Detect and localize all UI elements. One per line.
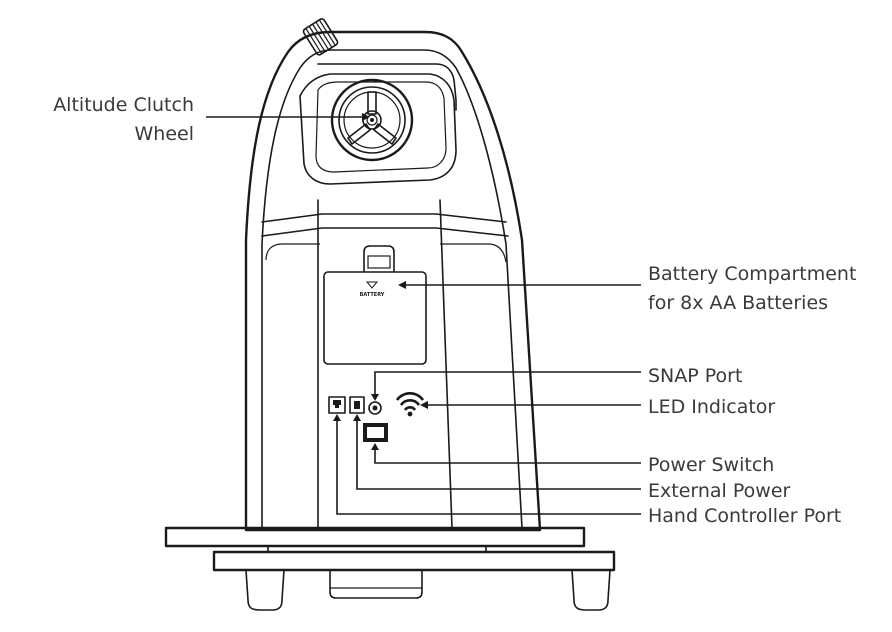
labels: Altitude Clutch Wheel Battery Compartmen… xyxy=(53,94,856,527)
label-external-power: External Power xyxy=(648,480,791,502)
label-altitude-clutch-line1: Altitude Clutch xyxy=(53,94,194,116)
usb-port-icon xyxy=(328,396,346,414)
label-hand-controller-port: Hand Controller Port xyxy=(648,505,841,527)
leader-power-switch xyxy=(374,450,641,464)
snap-port-icon xyxy=(368,401,382,415)
label-power-switch: Power Switch xyxy=(648,454,774,476)
label-altitude-clutch-line2: Wheel xyxy=(135,123,195,145)
leader-lines xyxy=(206,113,641,515)
label-led-indicator: LED Indicator xyxy=(648,396,775,418)
battery-door-text: BATTERY xyxy=(360,292,385,298)
mount-body xyxy=(244,18,542,532)
altitude-clutch-wheel xyxy=(330,78,414,162)
port-panel xyxy=(328,392,425,442)
battery-arrow-icon xyxy=(365,281,379,289)
leader-hand-controller xyxy=(336,421,641,515)
power-switch-icon xyxy=(363,423,388,442)
dc-jack-icon xyxy=(349,396,365,414)
label-battery-line1: Battery Compartment xyxy=(648,263,856,285)
wifi-icon xyxy=(395,392,425,417)
label-battery-line2: for 8x AA Batteries xyxy=(648,292,828,314)
leader-snap-port xyxy=(374,371,641,394)
battery-compartment: BATTERY xyxy=(323,245,427,365)
leader-external-power xyxy=(356,421,641,490)
label-snap-port: SNAP Port xyxy=(648,365,742,387)
mount-base xyxy=(164,526,616,611)
